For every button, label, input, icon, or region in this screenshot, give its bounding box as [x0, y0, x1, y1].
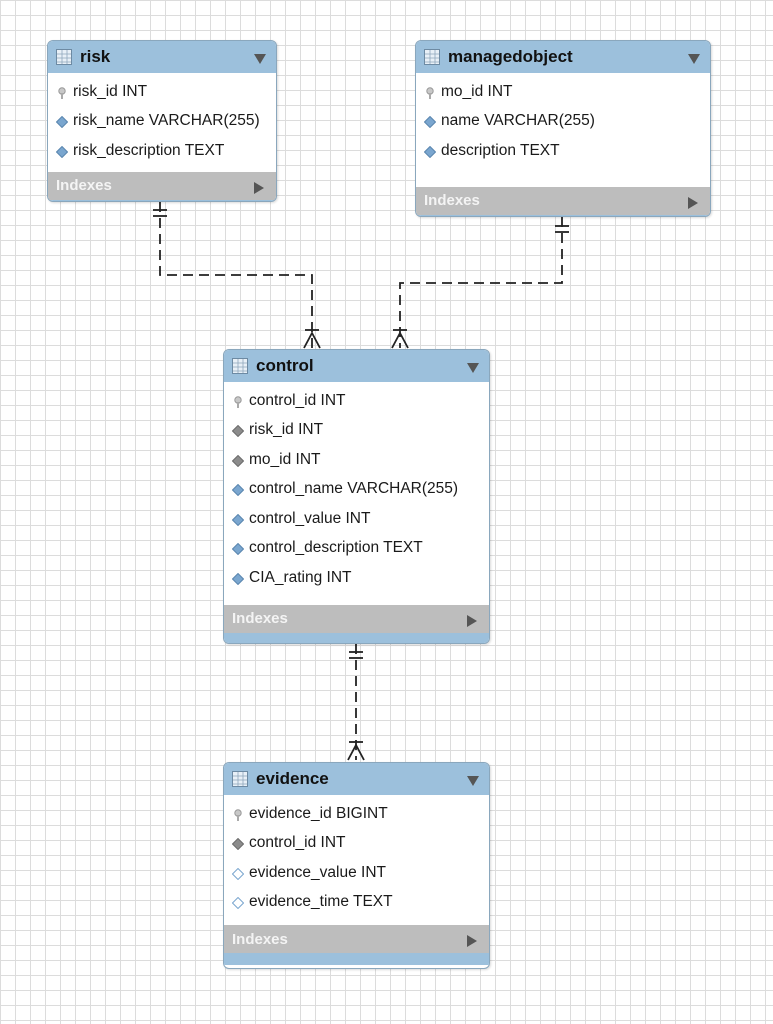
column-label: risk_id INT: [249, 421, 324, 439]
column-label: risk_id INT: [73, 82, 148, 100]
column-list: mo_id INT name VARCHAR(255) description …: [416, 73, 710, 187]
attribute-diamond-icon: [231, 542, 245, 556]
column-row[interactable]: control_id INT: [224, 829, 489, 859]
column-label: evidence_id BIGINT: [249, 804, 388, 822]
column-label: risk_description TEXT: [73, 141, 225, 159]
column-row[interactable]: control_value INT: [224, 504, 489, 534]
attribute-diamond-icon: [231, 513, 245, 526]
table-title: control: [256, 356, 314, 375]
attribute-diamond-icon: [423, 115, 437, 129]
table-title: risk: [80, 47, 111, 66]
table-icon: [232, 358, 248, 374]
column-row[interactable]: risk_id INT: [224, 416, 489, 446]
table-footer: [416, 214, 710, 216]
table-managedobject[interactable]: managedobject mo_id INT name VARCHAR(255…: [415, 40, 711, 217]
table-header[interactable]: managedobject: [416, 41, 710, 73]
column-label: control_name VARCHAR(255): [249, 480, 459, 498]
table-footer: [224, 632, 489, 643]
column-list: control_id INT risk_id INT mo_id INT con…: [224, 382, 489, 599]
column-row[interactable]: control_description TEXT: [224, 534, 489, 564]
indexes-label: Indexes: [232, 930, 288, 948]
collapse-arrow-icon[interactable]: [467, 360, 479, 378]
column-row[interactable]: risk_name VARCHAR(255): [48, 107, 276, 137]
column-row[interactable]: mo_id INT: [224, 445, 489, 475]
primary-key-icon: [232, 395, 244, 408]
primary-key-icon: [56, 86, 68, 99]
column-row[interactable]: mo_id INT: [416, 77, 710, 107]
column-row[interactable]: evidence_id BIGINT: [224, 799, 489, 829]
column-row[interactable]: risk_id INT: [48, 77, 276, 107]
table-footer: [224, 953, 489, 965]
table-title: evidence: [256, 769, 329, 788]
column-row[interactable]: CIA_rating INT: [224, 563, 489, 593]
column-label: evidence_time TEXT: [249, 893, 393, 911]
column-label: CIA_rating INT: [249, 568, 352, 586]
table-header[interactable]: control: [224, 350, 489, 382]
column-list: evidence_id BIGINT control_id INT eviden…: [224, 795, 489, 925]
relationship-risk-control[interactable]: [159, 202, 313, 348]
attribute-diamond-icon: [55, 145, 69, 158]
column-row[interactable]: description TEXT: [416, 136, 710, 166]
table-title: managedobject: [448, 47, 573, 66]
crowfoot-mo-control: [391, 331, 409, 349]
expand-arrow-icon[interactable]: [467, 614, 477, 632]
column-label: evidence_value INT: [249, 863, 386, 881]
column-label: control_value INT: [249, 509, 371, 527]
collapse-arrow-icon[interactable]: [688, 51, 700, 69]
indexes-label: Indexes: [56, 177, 112, 194]
table-icon: [232, 771, 248, 787]
column-label: control_description TEXT: [249, 539, 423, 557]
column-list: risk_id INT risk_name VARCHAR(255) risk_…: [48, 73, 276, 172]
expand-arrow-icon[interactable]: [254, 181, 264, 199]
column-label: risk_name VARCHAR(255): [73, 112, 260, 130]
indexes-label: Indexes: [424, 192, 480, 209]
column-row[interactable]: control_id INT: [224, 386, 489, 416]
relationship-managedobject-control[interactable]: [399, 217, 563, 348]
attribute-diamond-icon: [231, 572, 245, 585]
column-label: control_id INT: [249, 834, 346, 852]
attribute-diamond-icon: [231, 483, 245, 497]
attribute-diamond-icon: [55, 115, 69, 129]
collapse-arrow-icon[interactable]: [467, 773, 479, 791]
foreign-key-diamond-icon: [231, 837, 245, 851]
table-header[interactable]: evidence: [224, 763, 489, 795]
table-icon: [56, 49, 72, 65]
column-row[interactable]: control_name VARCHAR(255): [224, 475, 489, 505]
attribute-diamond-icon: [423, 145, 437, 158]
column-label: control_id INT: [249, 391, 346, 409]
indexes-bar[interactable]: Indexes: [224, 925, 489, 953]
crowfoot-risk-control: [303, 331, 321, 349]
indexes-label: Indexes: [232, 610, 288, 627]
column-label: mo_id INT: [249, 450, 321, 468]
indexes-bar[interactable]: Indexes: [48, 171, 276, 200]
nullable-diamond-icon: [231, 896, 245, 910]
expand-arrow-icon[interactable]: [688, 196, 698, 214]
table-evidence[interactable]: evidence evidence_id BIGINT control_id I…: [223, 762, 490, 969]
primary-key-icon: [424, 86, 436, 99]
column-row[interactable]: name VARCHAR(255): [416, 107, 710, 137]
column-label: name VARCHAR(255): [441, 112, 595, 130]
foreign-key-diamond-icon: [231, 424, 245, 438]
column-row[interactable]: evidence_time TEXT: [224, 888, 489, 918]
indexes-bar[interactable]: Indexes: [416, 186, 710, 215]
column-row[interactable]: evidence_value INT: [224, 858, 489, 888]
column-row[interactable]: risk_description TEXT: [48, 136, 276, 166]
collapse-arrow-icon[interactable]: [254, 51, 266, 69]
table-footer: [48, 199, 276, 201]
expand-arrow-icon[interactable]: [467, 934, 477, 952]
primary-key-icon: [232, 808, 244, 821]
table-control[interactable]: control control_id INT risk_id INT mo_id…: [223, 349, 490, 644]
table-header[interactable]: risk: [48, 41, 276, 73]
crowfoot-control-evidence: [347, 743, 365, 761]
column-label: description TEXT: [441, 141, 560, 159]
table-icon: [424, 49, 440, 65]
indexes-bar[interactable]: Indexes: [224, 604, 489, 633]
nullable-diamond-icon: [231, 867, 245, 880]
foreign-key-diamond-icon: [231, 454, 245, 467]
table-risk[interactable]: risk risk_id INT risk_name VARCHAR(255) …: [47, 40, 277, 202]
column-label: mo_id INT: [441, 82, 513, 100]
